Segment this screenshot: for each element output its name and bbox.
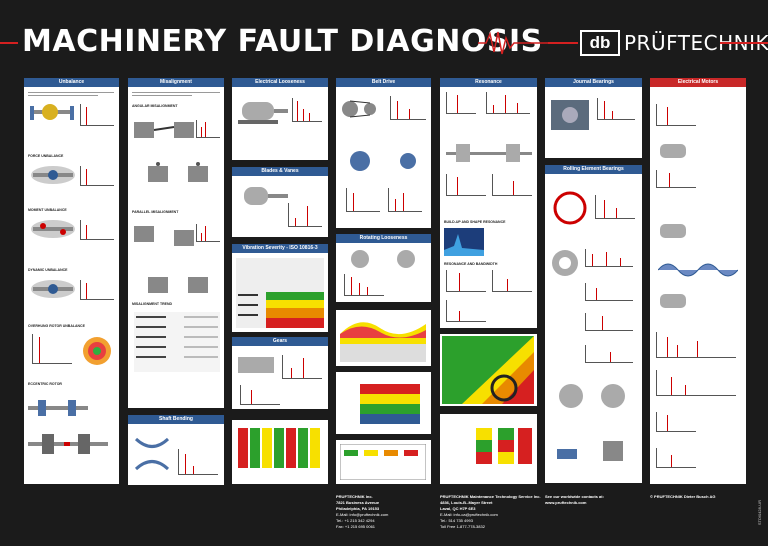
panel-header: Misalignment <box>128 78 224 87</box>
waterfall-plot <box>444 228 484 256</box>
footer-us-street: 7821 Business Avenue <box>336 500 380 505</box>
panel-header: Unbalance <box>24 78 119 87</box>
panel-gears: Gears <box>232 337 328 409</box>
footer-ca-address: PRUFTECHNIK Maintenance Technology Servi… <box>440 494 541 530</box>
panel-resonance: Resonance <box>440 78 537 218</box>
severity-chart <box>236 258 324 328</box>
copyright-text: © PRUFTECHNIK Dieter Busch AG <box>650 494 716 499</box>
footer-us-city: Philadelphia, PA 19153 <box>336 506 380 511</box>
panel-header: Electrical Motors <box>650 78 746 87</box>
panel-header: Electrical Looseness <box>232 78 328 87</box>
waveform-icon <box>478 31 548 55</box>
footer-us-company: PRUFTECHNIK Inc. <box>336 494 373 499</box>
orbit-target-icon <box>83 337 111 365</box>
footer-ca-company: PRUFTECHNIK Maintenance Technology Servi… <box>440 494 541 499</box>
severity-table <box>134 312 220 372</box>
panel-header: Gears <box>232 337 328 346</box>
bearing-spectrum-icon <box>553 191 587 225</box>
modulation-waveform <box>658 263 738 277</box>
panel-electrical-looseness: Electrical Looseness <box>232 78 328 160</box>
footer-ca-tollfree: Toll Free 1-877-778-3832 <box>440 524 485 529</box>
panel-header: Resonance <box>440 78 537 87</box>
resonance-severity-chart <box>442 336 534 404</box>
footer-us-email[interactable]: E-Mail: info@pruftechnik.com <box>336 512 389 517</box>
footer-us-phone: Tel.: +1 215 342 4294 <box>336 518 375 523</box>
footer-web-label: See our worldwide contacts at: <box>545 494 604 499</box>
poster-header: MACHINERY FAULT DIAGNOSIS db PRÜFTECHNIK <box>0 0 768 72</box>
comparison-grid <box>442 416 534 482</box>
panel-electrical-motors: Electrical Motors <box>650 78 746 484</box>
header-line-left <box>0 42 18 44</box>
panel-rotating-looseness: Rotating Looseness <box>336 234 431 302</box>
panel-resonance-chart <box>336 310 431 366</box>
panel-resonance-analysis: BUILD-UP AND SHAPE RESONANCE RESONANCE A… <box>440 218 537 328</box>
panel-rolling-element-bearings: Rolling Element Bearings <box>545 165 642 483</box>
panel-belt-drive: Belt Drive <box>336 78 431 228</box>
panel-header: Vibration Severity - ISO 10816-3 <box>232 244 328 253</box>
panel-header: Rolling Element Bearings <box>545 165 642 174</box>
panel-vibration-severity: Vibration Severity - ISO 10816-3 <box>232 244 328 332</box>
header-line-end <box>720 42 768 44</box>
panel-unbalance: Unbalance FORCE UNBALANCE MOMENT UNBALAN… <box>24 78 119 484</box>
side-code: STD/0428-UR <box>757 500 762 526</box>
panel-header: Shaft Bending <box>128 415 224 424</box>
footer-us-fax: Fax: +1 215 695 0061 <box>336 524 376 529</box>
header-line-right <box>548 42 578 44</box>
panel-journal-bearings: Journal Bearings <box>545 78 642 158</box>
panel-header: Rotating Looseness <box>336 234 431 243</box>
resonance-heatmap <box>340 314 426 362</box>
panel-legend-table <box>336 440 431 484</box>
footer-ca-phone: Tel.: 514 735 4993 <box>440 518 473 523</box>
spectrum-chart <box>80 104 114 126</box>
panel-misalignment: Misalignment ANGULAR MISALIGNMENT PARALL… <box>128 78 224 408</box>
panel-iso-comparison <box>440 414 537 484</box>
logo-mark: db <box>580 30 620 56</box>
panel-shaft-bending: Shaft Bending <box>128 415 224 485</box>
footer-web: See our worldwide contacts at: www.pruft… <box>545 494 604 506</box>
panel-resonance-severity <box>440 334 537 406</box>
panel-header: Blades & Vanes <box>232 167 328 176</box>
panel-iso-table-3 <box>232 420 328 484</box>
footer-us-address: PRUFTECHNIK Inc. 7821 Business Avenue Ph… <box>336 494 388 530</box>
footer-ca-street: 4836, Louis-B.-Mayer Street <box>440 500 493 505</box>
panel-header: Belt Drive <box>336 78 431 87</box>
panel-blades-vanes: Blades & Vanes <box>232 167 328 237</box>
colored-severity-grid <box>234 422 326 482</box>
footer-ca-city: Laval, QC H7P 6E3 <box>440 506 476 511</box>
poster-title: MACHINERY FAULT DIAGNOSIS <box>22 24 543 59</box>
footer-copyright: © PRUFTECHNIK Dieter Busch AG <box>650 494 715 500</box>
panel-severity-map <box>336 372 431 434</box>
rotor-diagram <box>30 104 74 120</box>
severity-bar-map <box>340 376 426 430</box>
footer-ca-email[interactable]: E-Mail: info-ca@pruftechnik.com <box>440 512 498 517</box>
panel-header: Journal Bearings <box>545 78 642 87</box>
footer-web-link[interactable]: www.pruftechnik.com <box>545 500 587 505</box>
